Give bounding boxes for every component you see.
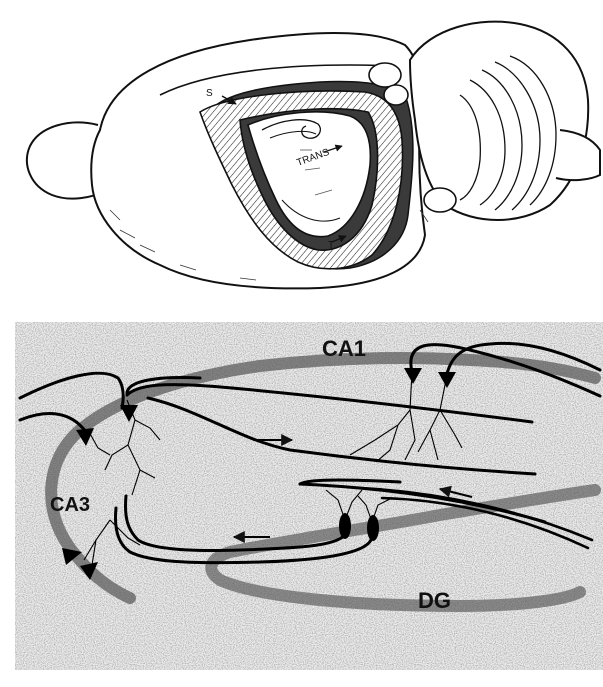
region-label-dg: DG (418, 588, 451, 613)
brainstem (556, 130, 600, 180)
granule-cell-1 (339, 513, 351, 539)
hippocampal-slice: CA1 CA3 DG (15, 322, 603, 670)
region-label-ca3: CA3 (50, 494, 90, 516)
brain-drawing: S TRANS T (27, 22, 600, 289)
region-label-ca1: CA1 (322, 336, 366, 361)
label-temporal: T (328, 240, 334, 251)
granule-cell-2 (367, 515, 379, 541)
label-septal: S (206, 88, 213, 99)
